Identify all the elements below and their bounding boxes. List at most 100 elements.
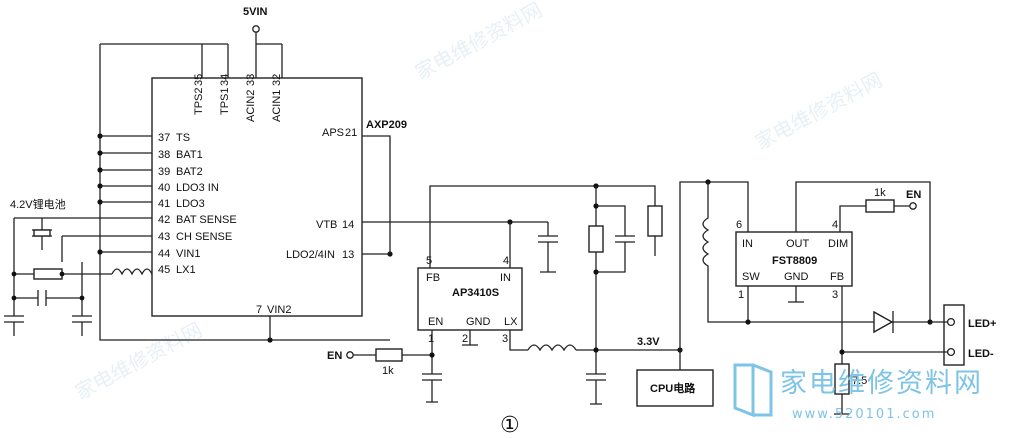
- ap3410s-name: AP3410S: [452, 287, 499, 299]
- pin-vtb-label: VTB: [316, 219, 337, 231]
- ap3410s-pin-fb: FB: [426, 272, 440, 284]
- cpu-label: CPU电路: [650, 381, 696, 395]
- fst8809-chip: FST8809 IN OUT DIM SW GND FB 6 4 1 3: [735, 219, 853, 301]
- pin-13-num: 13: [342, 249, 354, 261]
- ap3410s-in-cap: [538, 222, 558, 273]
- pin-14-num: 14: [342, 219, 354, 231]
- battery-bus: [99, 44, 390, 341]
- pin-acin2-num: 33: [245, 74, 257, 86]
- pin-bat2-label: BAT2: [176, 166, 203, 178]
- ap3410s-pin-in: IN: [500, 272, 511, 284]
- watermark-logo: 家电维修资料网 www.520101.com: [733, 363, 983, 422]
- pin-vin1-label: VIN1: [176, 248, 200, 260]
- tps-wire: [100, 43, 229, 78]
- schottky-diode: [873, 310, 894, 334]
- fst8809-pin-out: OUT: [786, 238, 810, 250]
- en-input: EN 1k: [327, 330, 442, 403]
- filter-cap-left: [4, 298, 24, 336]
- pin-tps2-num: 35: [193, 74, 205, 86]
- filter-cap-right: [72, 298, 92, 336]
- svg-text:家电维修资料网: 家电维修资料网: [751, 67, 886, 154]
- fst8809-name: FST8809: [772, 255, 817, 267]
- pin-chsense-label: CH SENSE: [176, 231, 232, 243]
- divider-cap: [596, 205, 635, 273]
- dim-wire: [839, 205, 910, 232]
- supply-5vin-terminal: [252, 25, 260, 33]
- fst8809-in-wire: [679, 181, 749, 350]
- pin-44-num: 44: [158, 248, 170, 260]
- pin-ldo24in-label: LDO2/4IN: [286, 249, 335, 261]
- axp209-left-pins: 37 TS 38 BAT1 39 BAT2 40 LDO3 IN 41 LDO3…: [158, 132, 237, 276]
- battery-bus-junctions: [97, 133, 393, 343]
- battery-cell-body: [33, 229, 51, 237]
- watermark-brand: 家电维修资料网: [780, 368, 983, 399]
- pin-acin1-num: 32: [271, 74, 283, 86]
- fst8809-pin-3: 3: [832, 289, 838, 301]
- pin-aps-label: APS: [322, 127, 344, 139]
- pin-40-num: 40: [158, 182, 170, 194]
- fst8809-pin-sw: SW: [742, 271, 760, 283]
- rail-33-label: 3.3V: [637, 336, 660, 348]
- fst8809-pin-6: 6: [736, 219, 742, 231]
- ap3410s-pin-1: 1: [428, 333, 434, 345]
- fst8809-pin-gnd: GND: [784, 271, 809, 283]
- ap3410s-chip: AP3410S FB IN EN GND LX 5 4 1 2 3: [417, 255, 523, 345]
- ap3410s-pin-en: EN: [428, 316, 443, 328]
- led-plus-terminal: [946, 317, 956, 327]
- ch-sense-wire: [61, 235, 152, 262]
- lx1-inductor: [111, 268, 153, 276]
- supply-5vin-wire: [255, 32, 283, 78]
- lx1-wire: [13, 218, 112, 275]
- axp209-top-pins: TPS2 35 TPS1 34 ACIN2 33 ACIN1 32: [193, 74, 283, 122]
- lx-inductor: [527, 344, 577, 352]
- pin-7-num: 7: [256, 304, 262, 316]
- lx-wire: [509, 330, 528, 351]
- en-resistor: [375, 348, 403, 362]
- dim-resistor-label: 1k: [874, 187, 886, 199]
- fb-wire: [429, 185, 656, 268]
- boost-inductor: [702, 182, 930, 323]
- supply-5vin: 5VIN: [243, 6, 283, 78]
- battery-bus-taps: [100, 135, 152, 253]
- divider-resistor: [588, 225, 604, 253]
- fst8809-pin-in: IN: [742, 238, 753, 250]
- ap3410s-body: [417, 267, 523, 331]
- pin-43-num: 43: [158, 231, 170, 243]
- output-cap: [586, 352, 606, 405]
- dim-resistor: [865, 199, 895, 213]
- dim-input-label: EN: [906, 189, 921, 201]
- led-connector: [943, 304, 965, 366]
- led-minus-terminal: [946, 347, 956, 357]
- axp209-name: AXP209: [366, 119, 407, 131]
- ap3410s-pin-gnd: GND: [466, 316, 491, 328]
- en-input-wire: [353, 330, 442, 403]
- pin-bat1-label: BAT1: [176, 149, 203, 161]
- en-input-terminal: [346, 351, 354, 359]
- battery-section: 4.2V锂电池: [4, 197, 153, 336]
- pin-tps1-num: 34: [219, 74, 231, 86]
- axp209-body: [151, 77, 363, 317]
- ap3410s-gnd: [462, 330, 478, 346]
- fst8809-body: [735, 231, 853, 287]
- pin-ts-label: TS: [176, 132, 190, 144]
- pin-42-num: 42: [158, 214, 170, 226]
- pin-lx1-label: LX1: [176, 264, 196, 276]
- axp209-right-pins: APS 21 VTB 14 LDO2/4IN 13: [286, 127, 357, 261]
- supply-5vin-label: 5VIN: [243, 6, 268, 18]
- ap3410s-pin-lx: LX: [504, 316, 518, 328]
- aps-wire: [362, 135, 391, 255]
- fst8809-pin-dim: DIM: [828, 238, 848, 250]
- sense-resistor: [33, 268, 63, 280]
- fst8809-pin-fb: FB: [830, 271, 844, 283]
- fb-sense-resistor-label: 7.5: [852, 375, 867, 387]
- fst8809-gnd: [788, 286, 804, 303]
- figure-marker: ①: [500, 413, 520, 438]
- pin-45-num: 45: [158, 264, 170, 276]
- led-plus-label: LED+: [968, 318, 996, 330]
- en-input-label: EN: [327, 350, 342, 362]
- ap3410s-pin-3: 3: [502, 333, 508, 345]
- pin-39-num: 39: [158, 166, 170, 178]
- led-connector-wires: [842, 321, 948, 353]
- pin-21-num: 21: [345, 127, 357, 139]
